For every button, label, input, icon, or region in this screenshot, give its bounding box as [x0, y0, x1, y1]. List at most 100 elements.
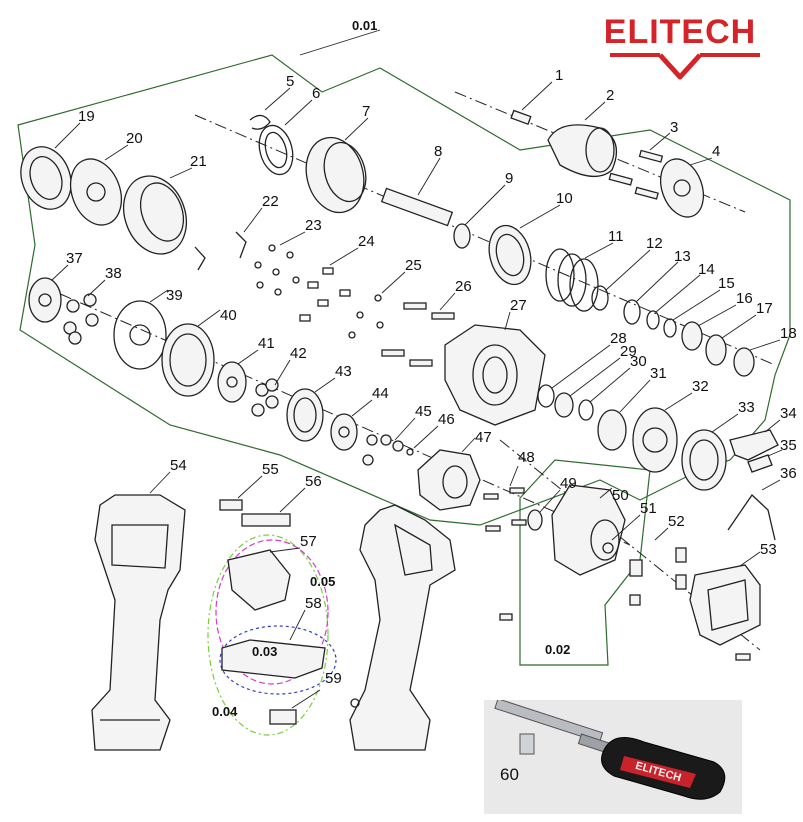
label-group-0-04: 0.04 — [212, 704, 238, 719]
part-23 — [254, 231, 306, 296]
part-51 — [602, 514, 641, 554]
label-part-52: 52 — [668, 513, 685, 530]
label-part-44: 44 — [372, 385, 389, 402]
label-part-7: 7 — [362, 103, 370, 120]
part-45 — [362, 417, 416, 466]
label-part-34: 34 — [780, 405, 797, 422]
label-part-38: 38 — [105, 265, 122, 282]
part-40 — [161, 309, 221, 397]
label-part-37: 37 — [66, 250, 83, 267]
label-part-54: 54 — [170, 457, 187, 474]
label-part-8: 8 — [434, 143, 442, 160]
label-part-40: 40 — [220, 307, 237, 324]
label-part-39: 39 — [166, 287, 183, 304]
part-21 — [123, 167, 193, 255]
part-18 — [733, 339, 781, 377]
part-16 — [681, 304, 737, 351]
part-28 — [537, 344, 611, 408]
part-46 — [406, 425, 439, 456]
part-20 — [69, 144, 129, 226]
label-part-9: 9 — [505, 170, 513, 187]
label-part-22: 22 — [262, 193, 279, 210]
label-part-24: 24 — [358, 233, 375, 250]
group-outline-0-05 — [215, 539, 329, 685]
label-part-2: 2 — [606, 87, 614, 104]
part-15 — [663, 289, 721, 338]
part-2 — [547, 101, 618, 177]
part-33 — [681, 413, 739, 491]
label-part-25: 25 — [405, 257, 422, 274]
part-48 — [483, 465, 527, 532]
label-part-12: 12 — [646, 235, 663, 252]
part-25 — [348, 271, 406, 339]
label-part-35: 35 — [780, 437, 797, 454]
label-part-23: 23 — [305, 217, 322, 234]
part-42 — [251, 359, 291, 417]
label-part-19: 19 — [78, 108, 95, 125]
part-17 — [705, 314, 757, 366]
part-35 — [747, 449, 783, 473]
label-part-60: 60 — [500, 765, 519, 784]
part-44 — [330, 399, 373, 451]
label-part-33: 33 — [738, 399, 755, 416]
label-part-31: 31 — [650, 365, 667, 382]
label-part-1: 1 — [555, 67, 563, 84]
part-11 — [545, 242, 614, 312]
part-13 — [623, 261, 679, 325]
label-group-0-05: 0.05 — [310, 574, 335, 589]
label-part-43: 43 — [335, 363, 352, 380]
label-part-11: 11 — [608, 228, 624, 245]
label-part-57: 57 — [300, 533, 317, 550]
part-14 — [646, 274, 701, 330]
part-41 — [217, 349, 259, 403]
label-part-48: 48 — [518, 449, 535, 466]
group-outline-0-03 — [219, 625, 337, 695]
part-52 — [629, 527, 687, 606]
group-outline-0-02 — [519, 459, 651, 666]
part-30 — [578, 367, 631, 421]
part-19 — [20, 122, 81, 210]
label-part-41: 41 — [258, 335, 275, 352]
part-43 — [286, 377, 336, 442]
label-part-18: 18 — [780, 325, 797, 342]
label-part-56: 56 — [305, 473, 322, 490]
side-handle-accessory: ELITECH — [484, 698, 742, 814]
label-part-53: 53 — [760, 541, 777, 558]
label-group-0-02: 0.02 — [545, 642, 570, 657]
right-housing-half — [349, 504, 456, 751]
part-29 — [554, 357, 621, 418]
label-part-29: 29 — [620, 343, 637, 360]
part-24 — [299, 247, 359, 322]
logo-chevron-icon — [610, 53, 760, 80]
label-group-0-03: 0.03 — [252, 644, 277, 659]
label-part-36: 36 — [780, 465, 797, 482]
part-55 — [219, 475, 263, 511]
part-8 — [380, 157, 454, 227]
label-part-59: 59 — [325, 670, 342, 687]
label-part-20: 20 — [126, 130, 143, 147]
label-part-17: 17 — [756, 300, 773, 317]
part-36 — [727, 479, 781, 541]
label-part-45: 45 — [415, 403, 432, 420]
part-39 — [113, 289, 169, 370]
label-part-49: 49 — [560, 475, 577, 492]
part-57 — [227, 547, 301, 611]
part-1 — [510, 81, 553, 126]
label-part-50: 50 — [612, 487, 629, 504]
part-56 — [241, 487, 306, 527]
part-26 — [381, 292, 456, 367]
label-part-47: 47 — [475, 429, 492, 446]
logo-wordmark: ELITECH — [603, 13, 757, 51]
label-part-5: 5 — [286, 73, 294, 90]
part-7 — [305, 117, 369, 214]
part-53 — [499, 551, 761, 661]
part-27 — [444, 311, 546, 426]
part-59 — [269, 689, 321, 725]
label-part-32: 32 — [692, 378, 709, 395]
label-part-13: 13 — [674, 248, 691, 265]
part-38 — [63, 279, 106, 345]
label-part-46: 46 — [438, 411, 455, 428]
group-outline-0-01 — [17, 54, 791, 526]
label-part-14: 14 — [698, 261, 715, 278]
